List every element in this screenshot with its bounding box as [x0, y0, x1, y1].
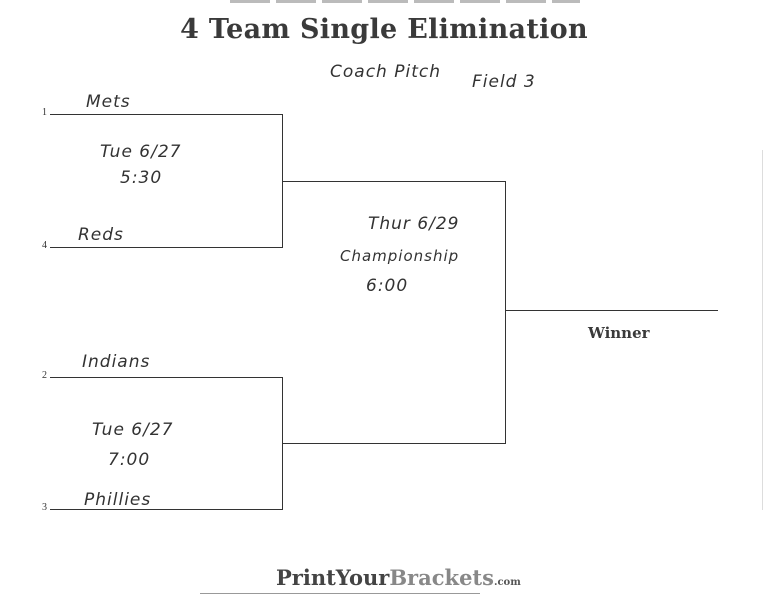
- seed-number: 4: [42, 240, 47, 251]
- seed-number: 3: [42, 502, 47, 513]
- brand-light: Brackets: [389, 565, 494, 590]
- seed-number: 2: [42, 370, 47, 381]
- final-date: Thur 6/29: [368, 214, 460, 234]
- team-name: Indians: [82, 352, 151, 372]
- slot-line-seed-1: [50, 114, 282, 115]
- seed-number: 1: [42, 107, 47, 118]
- final-time: 6:00: [366, 276, 409, 296]
- scan-edge: [762, 150, 763, 510]
- slot-line-seed-4: [50, 247, 282, 248]
- game-date: Tue 6/27: [92, 420, 174, 440]
- scan-artifact: [230, 0, 580, 3]
- brand-logo: PrintYourBrackets.com: [276, 565, 521, 590]
- game-date: Tue 6/27: [100, 142, 182, 162]
- footer-rule: [200, 593, 480, 594]
- connector: [505, 181, 506, 444]
- brand-dark: PrintYour: [276, 565, 390, 590]
- slot-line-seed-3: [50, 509, 282, 510]
- page-title: 4 Team Single Elimination: [180, 14, 588, 45]
- final-slot-bottom: [282, 443, 505, 444]
- team-name: Mets: [86, 92, 131, 112]
- brand-suffix: .com: [493, 577, 521, 588]
- team-name: Reds: [78, 225, 124, 245]
- connector: [282, 377, 283, 510]
- field-note: Field 3: [472, 72, 536, 92]
- game-time: 7:00: [108, 450, 151, 470]
- division-note: Coach Pitch: [330, 62, 441, 82]
- final-label: Championship: [340, 247, 460, 265]
- final-slot-top: [282, 181, 505, 182]
- team-name: Phillies: [84, 490, 152, 510]
- winner-label: Winner: [588, 324, 650, 342]
- game-time: 5:30: [120, 168, 163, 188]
- winner-line: [505, 310, 718, 311]
- slot-line-seed-2: [50, 377, 282, 378]
